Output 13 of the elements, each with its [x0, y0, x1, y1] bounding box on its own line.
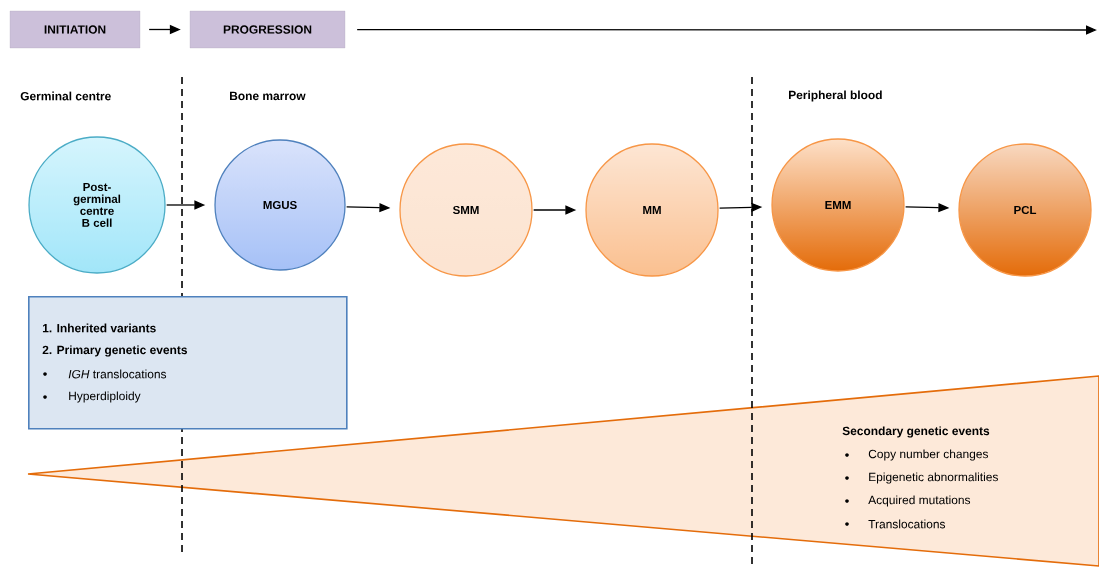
region-label: Peripheral blood [789, 90, 882, 102]
list-item: Translocations [845, 519, 946, 529]
list-item: Epigenetic abnormalities [845, 472, 998, 484]
list-item: Acquired mutations [845, 495, 971, 507]
info-box [28, 296, 348, 430]
list-heading: 1. Inherited variants [42, 323, 156, 333]
region-label: Bone marrow [230, 91, 306, 101]
list-item: Hyperdiploidy [43, 391, 141, 403]
stage-box: PROGRESSION [189, 10, 346, 49]
list-item: Copy number changes [845, 449, 989, 461]
list-heading: 2. Primary genetic events [42, 345, 187, 357]
region-label: Germinal centre [20, 91, 111, 101]
stage-box: INITIATION [9, 10, 141, 49]
